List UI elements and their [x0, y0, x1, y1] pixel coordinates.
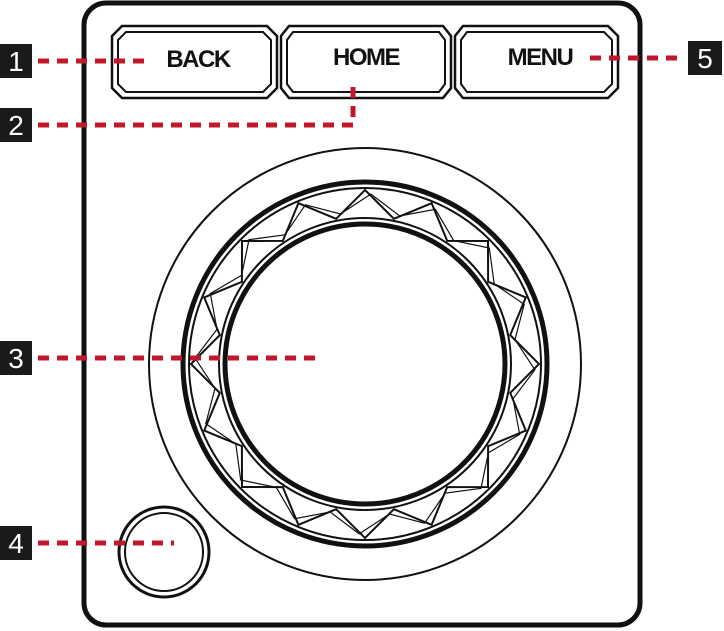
callout-2: 2 [0, 108, 32, 142]
dial-inner-ring [218, 217, 512, 511]
callout-1: 1 [0, 44, 32, 78]
callout-1-number: 1 [8, 46, 24, 77]
menu-button[interactable]: MENU [453, 24, 620, 100]
dial-bezel-ring [188, 187, 542, 541]
callout-4-number: 4 [8, 528, 24, 559]
menu-button-label: MENU [508, 44, 573, 71]
back-button-label: BACK [166, 46, 231, 73]
rotary-dial-icon[interactable] [148, 147, 582, 581]
callout-3: 3 [0, 341, 32, 375]
home-button-label: HOME [333, 44, 400, 71]
callout-3-number: 3 [8, 343, 24, 374]
callout-2-number: 2 [8, 110, 24, 141]
home-button[interactable]: HOME [279, 24, 453, 100]
callout-5: 5 [688, 41, 722, 75]
dial-knurl-zigzag [189, 188, 541, 540]
round-button-icon[interactable] [117, 505, 211, 599]
callout-2-line [38, 80, 356, 128]
device-body [81, 0, 643, 628]
dial-center[interactable] [222, 221, 508, 507]
callout-4: 4 [0, 526, 32, 560]
back-button[interactable]: BACK [110, 24, 279, 100]
dial-outer-ring [148, 147, 582, 581]
callout-5-number: 5 [697, 43, 713, 74]
dial-knurl-zigzag-inner [194, 193, 536, 535]
dial-knurl [189, 188, 541, 540]
dial-bezel-outer [180, 179, 550, 549]
